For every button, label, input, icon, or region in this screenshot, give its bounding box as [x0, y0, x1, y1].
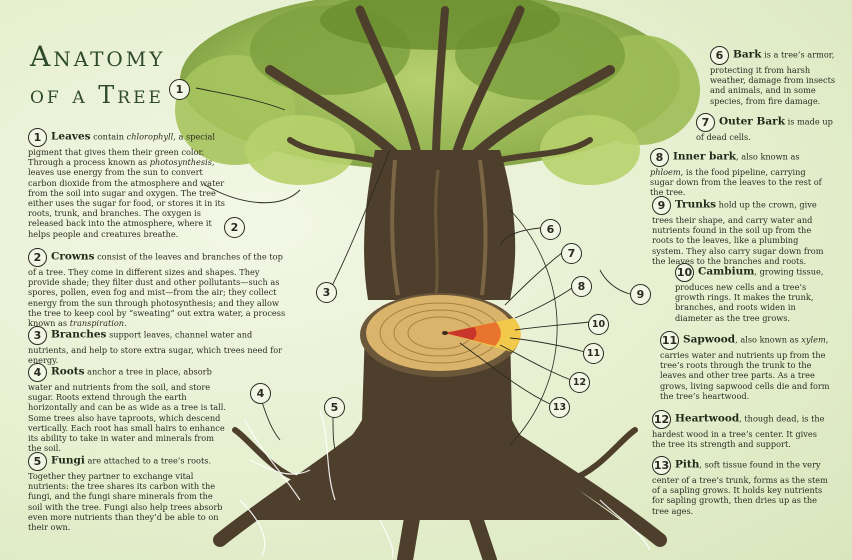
title-line-2: of a Tree [30, 81, 164, 109]
stump [250, 330, 620, 520]
leader-lines [195, 87, 631, 451]
trunk-cross-section [360, 293, 521, 377]
roots [213, 423, 667, 560]
callout-10: 10 [588, 314, 609, 335]
callout-3: 3 [316, 282, 337, 303]
fungi-roots [239, 409, 651, 559]
callout-6: 6 [540, 219, 561, 240]
callout-8: 8 [571, 276, 592, 297]
page-title: Anatomy of a Tree [30, 38, 166, 114]
callout-7: 7 [561, 243, 582, 264]
callout-11: 11 [583, 343, 604, 364]
callout-9: 9 [630, 284, 651, 305]
callout-1: 1 [169, 79, 190, 100]
callout-13: 13 [549, 397, 570, 418]
trunk [364, 150, 516, 300]
callout-4: 4 [250, 383, 271, 404]
callout-5: 5 [324, 397, 345, 418]
callout-12: 12 [569, 372, 590, 393]
canopy [175, 0, 700, 185]
title-line-1: Anatomy [30, 40, 166, 73]
callout-2: 2 [224, 217, 245, 238]
